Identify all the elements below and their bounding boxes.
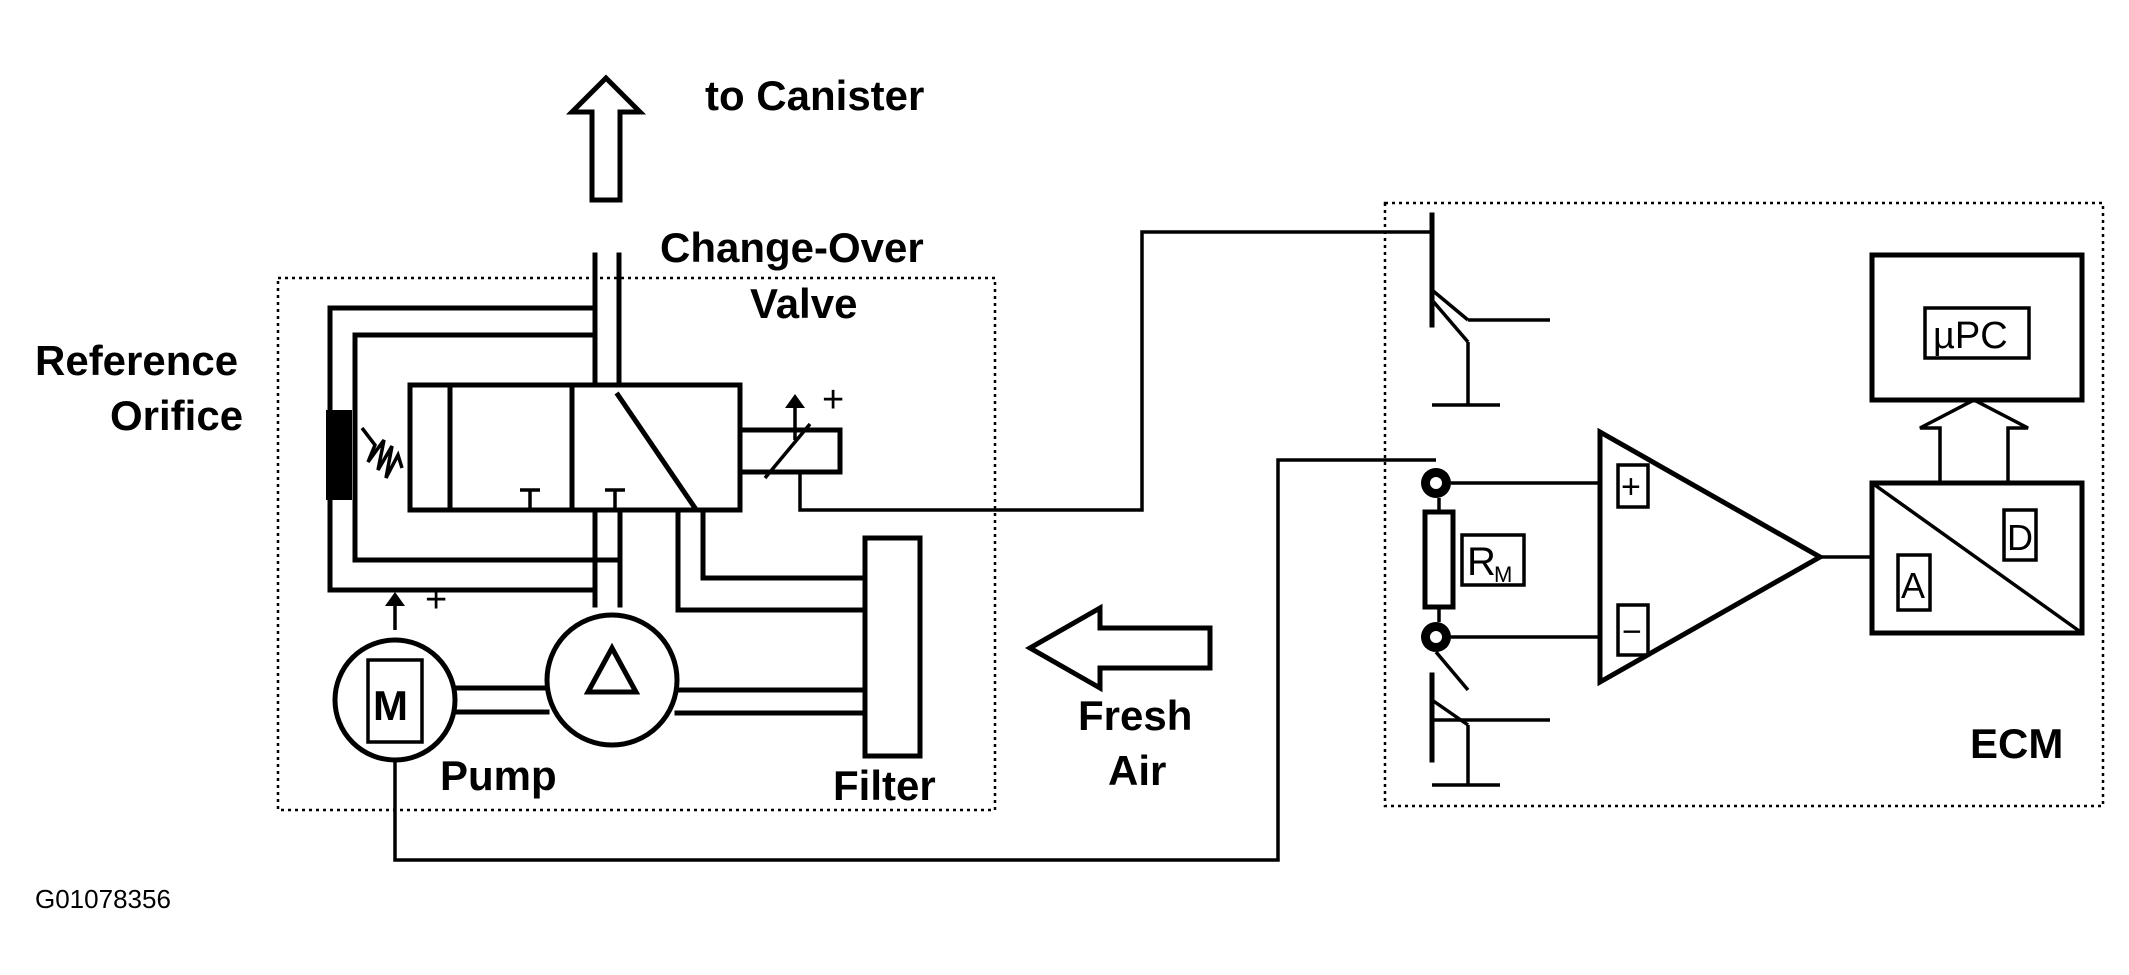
valve-solenoid <box>737 394 843 480</box>
orifice-label: Orifice <box>110 392 243 439</box>
op-amp-plus: + <box>1621 468 1641 506</box>
reference-label: Reference <box>35 337 238 384</box>
to-canister-arrow <box>565 74 647 203</box>
valve-label: Valve <box>750 280 857 327</box>
air-label: Air <box>1108 747 1166 794</box>
connection-wires <box>393 230 1436 862</box>
op-amp-minus: − <box>1622 613 1642 651</box>
filter-label: Filter <box>833 762 936 809</box>
pump-label: Pump <box>440 752 557 799</box>
reference-orifice <box>326 410 404 500</box>
ecm-boundary <box>1383 201 2105 808</box>
rm-label: R <box>1467 540 1496 584</box>
upper-transistor <box>1400 212 1550 407</box>
figure-id-caption: G01078356 <box>35 884 171 914</box>
pump-module-boundary <box>276 276 997 812</box>
data-bus-arrow <box>1919 398 2029 483</box>
microprocessor <box>1869 252 2085 403</box>
fresh-air-arrow <box>1024 603 1213 693</box>
upc-label: µPC <box>1933 315 2008 357</box>
op-amp <box>1597 427 1872 687</box>
motor-plus-sign: + <box>425 579 447 621</box>
change-over-label: Change-Over <box>660 224 924 271</box>
valve-plus-sign: + <box>822 379 844 421</box>
adc-d-label: D <box>2007 517 2033 558</box>
to-canister-label: to Canister <box>705 72 924 119</box>
adc-converter <box>1869 480 2085 636</box>
valve-lower-lines <box>592 507 868 613</box>
adc-a-label: A <box>1901 565 1925 606</box>
pump-motor <box>332 592 458 763</box>
rm-subscript: M <box>1494 562 1512 587</box>
pump <box>544 612 680 748</box>
fresh-label: Fresh <box>1078 692 1192 739</box>
filter <box>862 535 923 759</box>
ecm-label: ECM <box>1970 720 2063 767</box>
pump-lines <box>452 685 868 716</box>
change-over-valve <box>407 382 743 513</box>
motor-letter: M <box>373 682 408 729</box>
lower-transistor <box>1429 650 1550 787</box>
sense-resistor-circuit <box>1421 468 1600 652</box>
canister-pipes <box>592 252 622 383</box>
